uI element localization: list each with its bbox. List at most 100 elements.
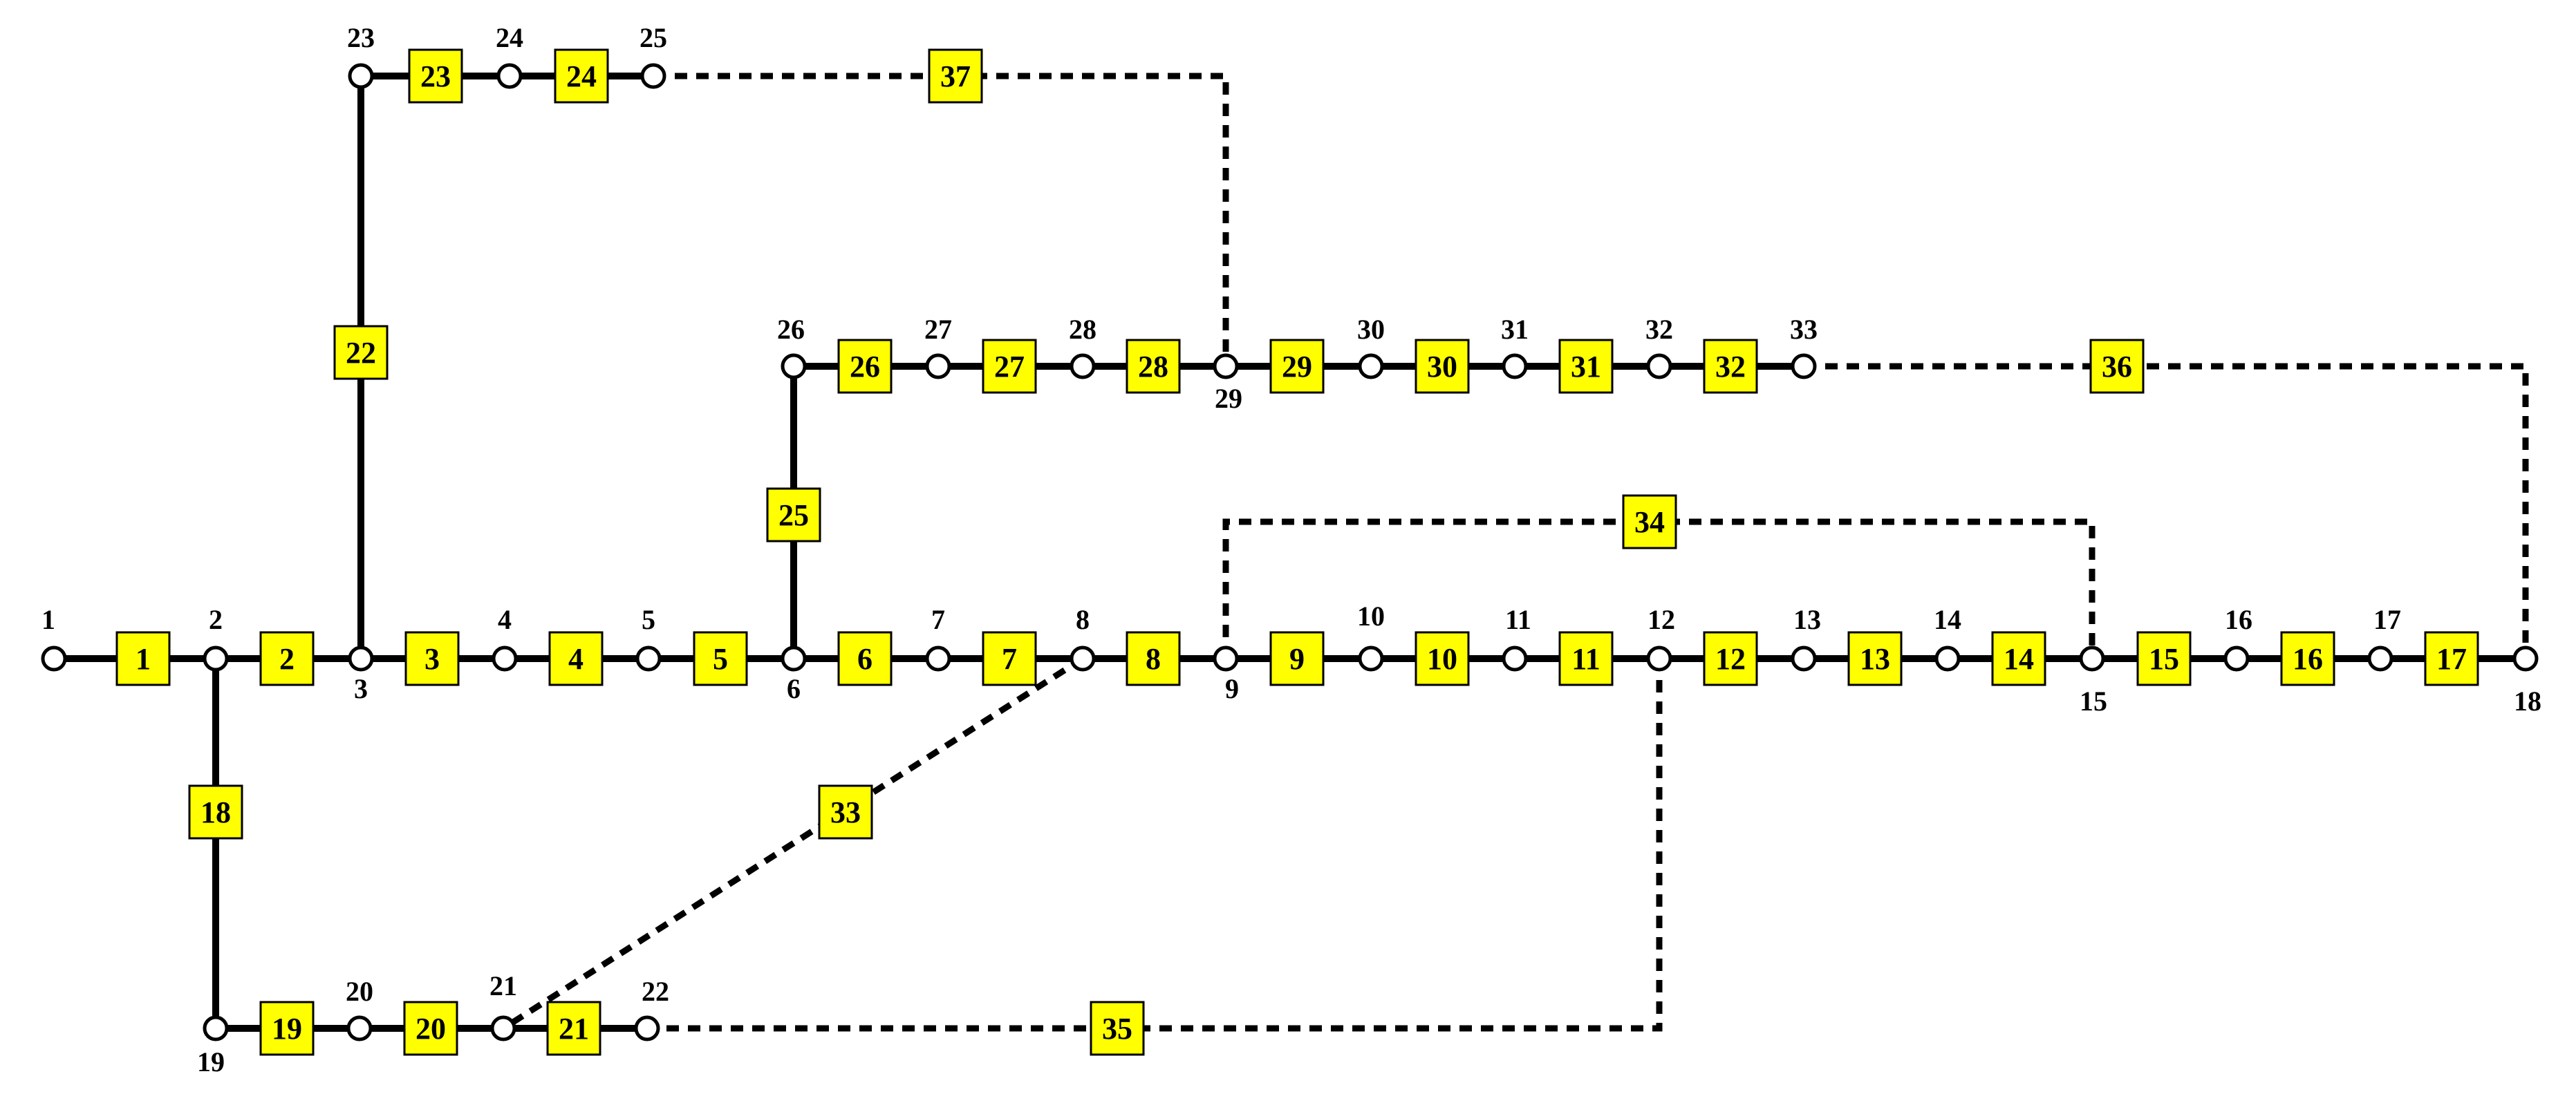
bus-node-25: [640, 63, 666, 89]
bus-node-label-18: 18: [2514, 686, 2541, 717]
branch-box-rect: [1558, 631, 1614, 686]
branch-box-36: 36: [2089, 339, 2145, 394]
branch-box-rect: [2136, 631, 2192, 686]
branch-box-26: 26: [837, 339, 893, 394]
bus-node-26: [781, 353, 807, 379]
branch-box-label: 25: [778, 498, 809, 532]
bus-node-label-14: 14: [1934, 604, 1961, 635]
branch-box-rect: [1126, 339, 1181, 394]
bus-node-label-31: 31: [1501, 314, 1529, 345]
branch-box-7: 7: [982, 631, 1037, 686]
bus-node-label-16: 16: [2225, 604, 2252, 635]
branch-box-label: 7: [1002, 642, 1017, 676]
bus-node-label-12: 12: [1648, 604, 1675, 635]
branch-box-25: 25: [766, 487, 821, 543]
branch-box-15: 15: [2136, 631, 2192, 686]
branch-box-rect: [1126, 631, 1181, 686]
branch-box-rect: [1847, 631, 1903, 686]
bus-node-3: [348, 645, 374, 672]
branch-box-label: 18: [200, 795, 231, 829]
branch-box-label: 15: [2149, 642, 2179, 676]
branch-box-label: 10: [1427, 642, 1457, 676]
bus-node-label-19: 19: [197, 1046, 225, 1077]
bus-nodes: [41, 63, 2539, 1041]
bus-node-24: [496, 63, 523, 89]
bus-node-label-3: 3: [354, 673, 368, 704]
branch-box-rect: [1415, 631, 1470, 686]
bus-node-label-30: 30: [1357, 314, 1385, 345]
bus-node-label-17: 17: [2373, 604, 2401, 635]
branch-box-label: 27: [994, 350, 1025, 384]
bus-node-13: [1791, 645, 1817, 672]
bus-node-28: [1070, 353, 1096, 379]
bus-node-label-10: 10: [1357, 601, 1385, 632]
branch-box-13: 13: [1847, 631, 1903, 686]
bus-node-27: [925, 353, 951, 379]
branch-box-29: 29: [1269, 339, 1325, 394]
branch-box-label: 23: [420, 59, 451, 93]
branch-box-rect: [837, 339, 893, 394]
branch-box-rect: [259, 1001, 315, 1056]
branch-box-label: 14: [2004, 642, 2034, 676]
branch-box-5: 5: [693, 631, 748, 686]
bus-node-label-32: 32: [1645, 314, 1673, 345]
branch-box-label: 16: [2293, 642, 2323, 676]
bus-node-label-21: 21: [489, 970, 517, 1001]
branch-box-rect: [982, 631, 1037, 686]
branch-box-35: 35: [1090, 1001, 1145, 1056]
bus-node-22: [634, 1015, 660, 1041]
branch-box-label: 29: [1282, 350, 1312, 384]
bus-node-label-23: 23: [347, 22, 375, 53]
branch-box-label: 19: [272, 1012, 302, 1046]
bus-node-2: [203, 645, 229, 672]
bus-node-14: [1934, 645, 1961, 672]
bus-node-15: [2079, 645, 2105, 672]
bus-node-label-33: 33: [1790, 314, 1818, 345]
bus-node-11: [1502, 645, 1528, 672]
bus-node-18: [2512, 645, 2539, 672]
branch-box-rect: [693, 631, 748, 686]
bus-node-31: [1502, 353, 1528, 379]
bus-node-5: [635, 645, 662, 672]
branch-box-23: 23: [408, 48, 463, 104]
branch-box-label: 9: [1289, 642, 1305, 676]
tie-switch-line-33: [501, 656, 1085, 1031]
bus-node-label-29: 29: [1215, 383, 1242, 414]
bus-node-29: [1213, 353, 1239, 379]
branch-box-label: 37: [940, 59, 971, 93]
branch-box-rect: [403, 1001, 458, 1056]
branch-box-label: 11: [1571, 642, 1600, 676]
tie-switch-line-35: [647, 659, 1663, 1032]
branch-box-label: 36: [2102, 350, 2132, 384]
branch-box-label: 21: [559, 1012, 589, 1046]
bus-node-label-7: 7: [931, 604, 945, 635]
branch-box-14: 14: [1991, 631, 2046, 686]
bus-node-label-8: 8: [1076, 604, 1090, 635]
bus-node-23: [348, 63, 374, 89]
bus-node-label-22: 22: [642, 976, 669, 1007]
branch-box-label: 4: [568, 642, 584, 676]
branch-box-37: 37: [928, 48, 983, 104]
branch-box-6: 6: [837, 631, 893, 686]
bus-node-label-6: 6: [787, 673, 801, 704]
bus-node-label-11: 11: [1505, 604, 1531, 635]
branch-box-rect: [333, 325, 389, 380]
branch-box-rect: [115, 631, 171, 686]
branch-box-8: 8: [1126, 631, 1181, 686]
branch-box-rect: [1703, 631, 1758, 686]
branch-box-18: 18: [188, 784, 243, 840]
branch-box-label: 5: [713, 642, 728, 676]
tie-switch-line-34: [1222, 518, 2096, 659]
branch-lines: [54, 73, 2529, 1032]
branch-box-label: 28: [1138, 350, 1168, 384]
bus-node-label-27: 27: [924, 314, 952, 345]
branch-box-label: 32: [1715, 350, 1746, 384]
bus-node-6: [781, 645, 807, 672]
bus-node-7: [925, 645, 951, 672]
branch-box-3: 3: [404, 631, 460, 686]
bus-node-label-4: 4: [498, 604, 512, 635]
branch-box-17: 17: [2424, 631, 2479, 686]
